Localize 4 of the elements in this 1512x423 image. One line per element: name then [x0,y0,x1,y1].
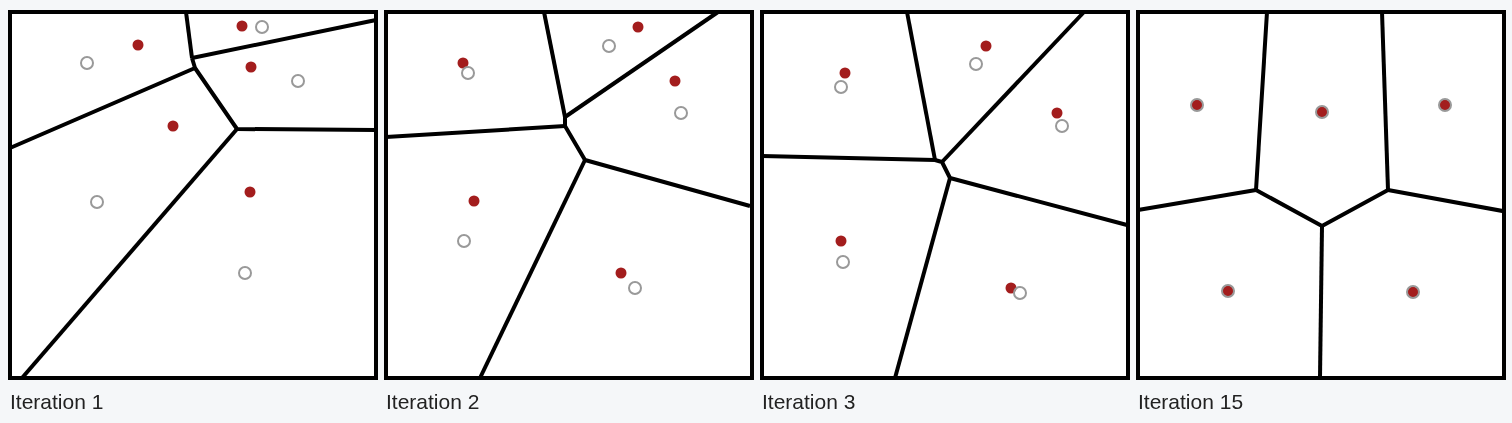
panel-caption: Iteration 3 [762,390,856,414]
panel-caption: Iteration 2 [386,390,480,414]
panel-caption: Iteration 1 [10,390,104,414]
panel-caption: Iteration 15 [1138,390,1244,414]
